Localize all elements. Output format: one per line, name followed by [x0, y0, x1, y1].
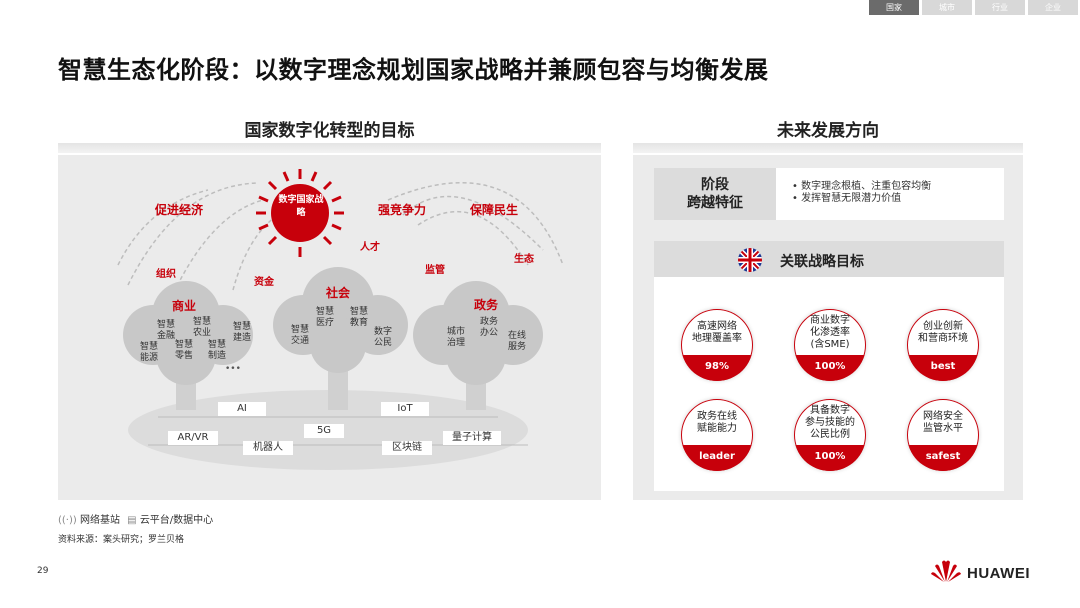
item-gov-office: 政务办公 [479, 317, 498, 338]
right-heading-divider [633, 143, 1023, 153]
item-digital-citizen: 数字公民 [373, 327, 392, 348]
left-heading-divider [58, 143, 601, 153]
input-organization: 组织 [156, 269, 176, 280]
goal-business-digital-penetration: 商业数字化渗透率(含SME) 100% [794, 309, 866, 381]
tech-ar-vr: AR/VR [168, 431, 218, 445]
input-funding: 资金 [254, 277, 274, 288]
item-smart-retail: 智慧零售 [174, 340, 193, 361]
tech-quantum-computing: 量子计算 [443, 431, 501, 445]
legend: ((·)) 网络基站 ▤ 云平台/数据中心 [58, 511, 213, 526]
goal-value: leader [681, 445, 753, 471]
goal-value: safest [907, 445, 979, 471]
base-station-icon: ((·)) [58, 515, 77, 526]
goal-livelihood: 保障民生 [470, 203, 519, 217]
item-smart-construction: 智慧建造 [232, 322, 251, 343]
strategy-title: 关联战略目标 [780, 254, 864, 270]
left-section-heading: 国家数字化转型的目标 [244, 121, 415, 141]
goal-value: best [907, 355, 979, 381]
input-ecosystem: 生态 [514, 254, 534, 265]
tech-5g: 5G [304, 424, 344, 438]
tech-robot: 机器人 [243, 441, 293, 455]
bullet-1: 数字理念根植、注重包容均衡 [792, 181, 931, 193]
goal-cybersecurity: 网络安全监管水平 safest [907, 399, 979, 471]
item-smart-manufacturing: 智慧制造 [207, 340, 226, 361]
item-smart-finance: 智慧金融 [156, 320, 175, 341]
goal-value: 100% [794, 445, 866, 471]
input-talent: 人才 [360, 242, 380, 253]
national-digital-strategy-sun: 数字国家战略 [278, 195, 324, 218]
tech-blockchain: 区块链 [382, 441, 432, 455]
tab-country[interactable]: 国家 [869, 0, 919, 15]
item-city-governance: 城市治理 [446, 327, 465, 348]
stage-label: 阶段 跨越特征 [654, 168, 776, 220]
tab-city[interactable]: 城市 [922, 0, 972, 15]
source-note: 资料来源：案头研究；罗兰贝格 [58, 535, 185, 545]
stage-label-line2: 跨越特征 [687, 195, 743, 211]
stage-label-line1: 阶段 [701, 177, 729, 193]
stage-bullets: 数字理念根植、注重包容均衡 发挥智慧无限潜力价值 [792, 181, 931, 205]
item-smart-education: 智慧教育 [349, 307, 368, 328]
input-regulation: 监管 [425, 265, 445, 276]
legend-cloud: 云平台/数据中心 [139, 515, 214, 526]
tab-industry[interactable]: 行业 [975, 0, 1025, 15]
legend-base-station: 网络基站 [79, 515, 120, 526]
strategy-header [654, 241, 1004, 277]
item-smart-healthcare: 智慧医疗 [315, 307, 334, 328]
server-icon: ▤ [127, 515, 137, 526]
tree-society-title: 社会 [326, 286, 351, 300]
huawei-logo-icon [931, 560, 961, 582]
tech-ai: AI [218, 402, 266, 416]
goal-value: 100% [794, 355, 866, 381]
bullet-2: 发挥智慧无限潜力价值 [792, 193, 931, 205]
goal-innovation-environment: 创业创新和营商环境 best [907, 309, 979, 381]
tree-government-title: 政务 [474, 298, 499, 312]
item-online-services: 在线服务 [507, 331, 526, 352]
page-title: 智慧生态化阶段：以数字理念规划国家战略并兼顾包容与均衡发展 [58, 56, 769, 84]
goal-value: 98% [681, 355, 753, 381]
goal-competitiveness: 强竞争力 [378, 203, 427, 217]
goal-digital-skills-citizens: 具备数字参与技能的公民比例 100% [794, 399, 866, 471]
item-smart-transport: 智慧交通 [290, 325, 309, 346]
item-smart-agriculture: 智慧农业 [192, 317, 211, 338]
brand-name: HUAWEI [967, 565, 1030, 582]
right-section-heading: 未来发展方向 [777, 121, 879, 141]
goal-egov-capability: 政务在线赋能能力 leader [681, 399, 753, 471]
tree-business-title: 商业 [172, 299, 197, 313]
goal-promote-economy: 促进经济 [155, 203, 204, 217]
top-tab-bar: 国家 城市 行业 企业 [866, 0, 1078, 15]
item-smart-energy: 智慧能源 [139, 342, 158, 363]
item-more: ••• [225, 364, 241, 374]
goal-network-coverage: 高速网络地理覆盖率 98% [681, 309, 753, 381]
page-number: 29 [37, 566, 49, 576]
tab-enterprise[interactable]: 企业 [1028, 0, 1078, 15]
uk-flag-icon [738, 248, 762, 272]
tech-iot: IoT [381, 402, 429, 416]
